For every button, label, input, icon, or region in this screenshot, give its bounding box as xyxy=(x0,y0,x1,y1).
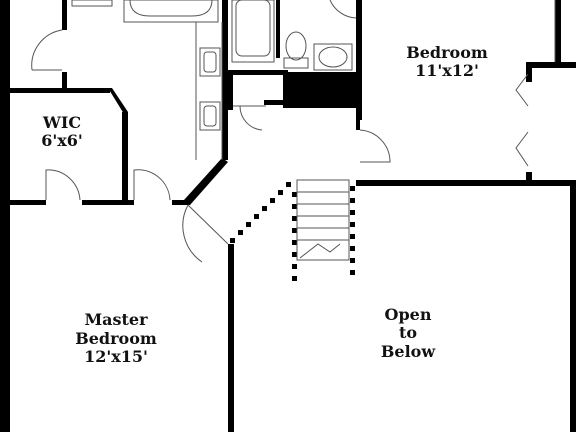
toilet-icon xyxy=(285,31,307,61)
bathroom-fixtures xyxy=(71,0,353,160)
sink-icon xyxy=(313,43,353,71)
room-labels: Bedroom 11'x12' WIC 6'x6' Master Bedroom… xyxy=(41,43,488,366)
stair-rails xyxy=(230,182,355,281)
sink-icon xyxy=(199,47,221,77)
open-line2: to xyxy=(399,323,417,342)
master-name-line1: Master xyxy=(84,310,148,329)
bathtub-icon xyxy=(123,0,219,23)
sink-icon xyxy=(199,101,221,131)
staircase xyxy=(296,179,350,261)
master-size: 12'x15' xyxy=(84,347,148,366)
wic-name: WIC xyxy=(42,113,81,132)
wic-size: 6'x6' xyxy=(41,131,83,150)
bathtub-icon xyxy=(231,0,275,63)
doors xyxy=(31,0,556,263)
master-name-line2: Bedroom xyxy=(75,329,157,348)
open-line1: Open xyxy=(385,305,432,324)
open-line3: Below xyxy=(381,342,436,361)
bedroom-size: 11'x12' xyxy=(415,61,479,80)
bedroom-name: Bedroom xyxy=(406,43,488,62)
